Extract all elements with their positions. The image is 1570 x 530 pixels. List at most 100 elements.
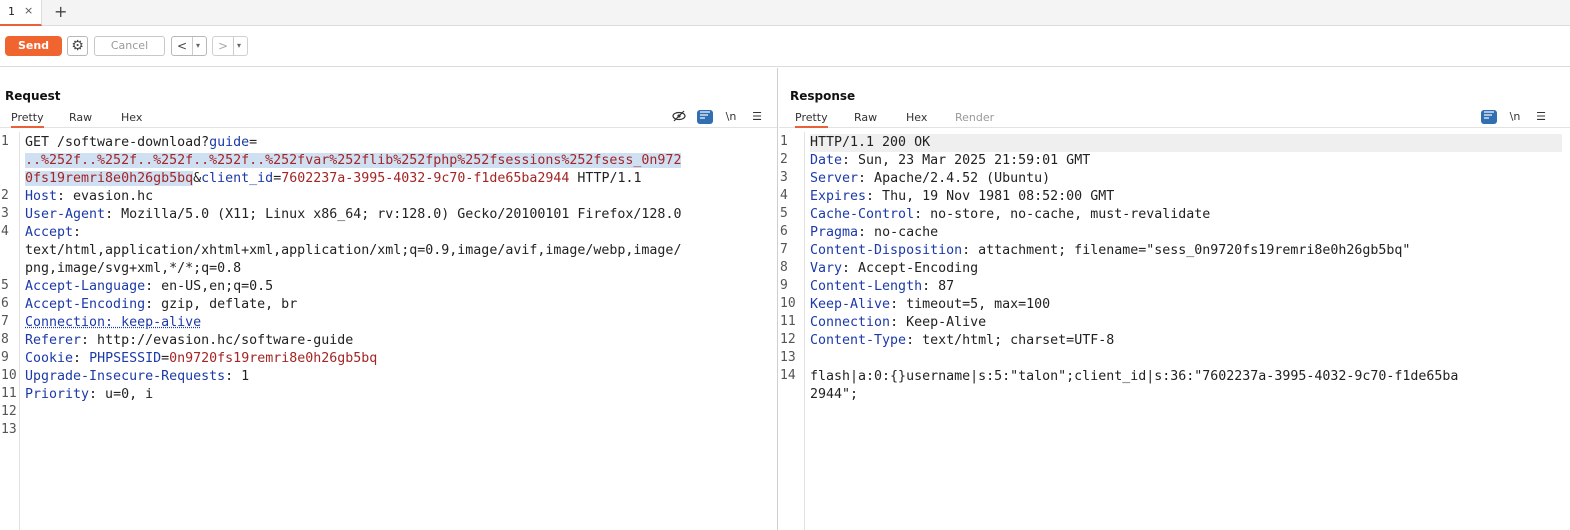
tab-pretty[interactable]: Pretty: [11, 111, 44, 128]
tab-raw[interactable]: Raw: [69, 111, 93, 124]
code-line: Content-Type: text/html; charset=UTF-8: [810, 332, 1114, 350]
code-line: User-Agent: Mozilla/5.0 (X11; Linux x86_…: [25, 206, 681, 224]
wrap-icon[interactable]: [1481, 110, 1497, 124]
code-token: : Accept-Encoding: [842, 261, 979, 276]
code-token: :: [73, 225, 82, 240]
line-number: 13: [1, 422, 17, 437]
code-token: GET /software-download?: [25, 135, 210, 150]
code-line: Cache-Control: no-store, no-cache, must-…: [810, 206, 1210, 224]
code-token: : 87: [922, 279, 955, 294]
back-button[interactable]: < ▾: [171, 36, 207, 56]
tab-hex[interactable]: Hex: [121, 111, 143, 124]
code-line: Connection: keep-alive: [25, 314, 201, 332]
code-token: Accept-Language: [25, 279, 146, 294]
code-token: Accept-Encoding: [25, 297, 146, 312]
add-tab-button[interactable]: +: [54, 2, 68, 21]
line-number: 5: [780, 206, 788, 221]
line-number: 4: [1, 224, 9, 239]
code-token: 2944";: [810, 387, 859, 402]
request-subtabs: Pretty Raw Hex: [0, 110, 777, 128]
line-number: 4: [780, 188, 788, 203]
menu-icon[interactable]: ☰: [752, 110, 762, 123]
line-number: 8: [780, 260, 788, 275]
code-token: Content-Disposition: [810, 243, 963, 258]
code-token: Cache-Control: [810, 207, 915, 222]
panel-title: Request: [5, 89, 61, 103]
send-button[interactable]: Send: [5, 36, 62, 56]
code-line: Accept:: [25, 224, 81, 242]
line-number: 3: [1, 206, 9, 221]
code-token: : Sun, 23 Mar 2025 21:59:01 GMT: [842, 153, 1091, 168]
code-token: 0fs19remri8e0h26gb5bq: [25, 171, 194, 186]
line-number: 14: [780, 368, 796, 383]
tab-hex[interactable]: Hex: [906, 111, 928, 124]
tab-render[interactable]: Render: [955, 111, 995, 124]
chevron-down-icon[interactable]: ▾: [192, 37, 200, 55]
line-number: 9: [1, 350, 9, 365]
code-token: =: [161, 351, 170, 366]
code-token: Accept: [25, 225, 74, 240]
tab-strip: 1 × +: [0, 0, 1570, 26]
code-token: Priority: [25, 387, 90, 402]
code-token: : Mozilla/5.0 (X11; Linux x86_64; rv:128…: [105, 207, 682, 222]
panel-title: Response: [790, 89, 856, 103]
code-token: text/html,application/xhtml+xml,applicat…: [25, 243, 682, 258]
code-token: Referer: [25, 333, 82, 348]
code-line: 2944";: [810, 386, 858, 404]
settings-button[interactable]: ⚙: [67, 36, 88, 56]
tab-raw[interactable]: Raw: [854, 111, 878, 124]
code-line: Upgrade-Insecure-Requests: 1: [25, 368, 249, 386]
code-token: Connection: keep-alive: [25, 315, 202, 330]
code-token: Expires: [810, 189, 867, 204]
code-token: : http://evasion.hc/software-guide: [81, 333, 354, 348]
code-token: : evasion.hc: [57, 189, 154, 204]
code-token: Pragma: [810, 225, 859, 240]
code-token: : no-cache: [858, 225, 939, 240]
code-line: Server: Apache/2.4.52 (Ubuntu): [810, 170, 1050, 188]
wrap-icon[interactable]: [697, 110, 713, 124]
code-token: Upgrade-Insecure-Requests: [25, 369, 226, 384]
close-icon[interactable]: ×: [24, 4, 34, 17]
code-line: Expires: Thu, 19 Nov 1981 08:52:00 GMT: [810, 188, 1114, 206]
line-number: 12: [1, 404, 17, 419]
code-line: Referer: http://evasion.hc/software-guid…: [25, 332, 353, 350]
line-number: 1: [780, 134, 788, 149]
code-line: png,image/svg+xml,*/*;q=0.8: [25, 260, 241, 278]
newline-icon[interactable]: \n: [1509, 110, 1521, 123]
code-token: PHPSESSID: [89, 351, 162, 366]
chevron-left-icon: <: [177, 39, 188, 53]
code-token: : Apache/2.4.52 (Ubuntu): [858, 171, 1051, 186]
code-line: Accept-Language: en-US,en;q=0.5: [25, 278, 273, 296]
code-token: : Keep-Alive: [890, 315, 987, 330]
line-number: 7: [780, 242, 788, 257]
line-number: 10: [780, 296, 796, 311]
tab-1[interactable]: 1 ×: [0, 0, 42, 26]
code-token: : gzip, deflate, br: [145, 297, 298, 312]
line-number: 7: [1, 314, 9, 329]
code-token: : attachment; filename="sess_0n9720fs19r…: [962, 243, 1411, 258]
code-token: client_id: [201, 171, 274, 186]
menu-icon[interactable]: ☰: [1536, 110, 1546, 123]
code-token: guide: [209, 135, 250, 150]
line-number: 11: [780, 314, 796, 329]
newline-icon[interactable]: \n: [725, 110, 737, 123]
chevron-down-icon[interactable]: ▾: [233, 37, 241, 55]
code-token: Host: [25, 189, 58, 204]
code-token: Content-Length: [810, 279, 923, 294]
cancel-button[interactable]: Cancel: [94, 36, 165, 56]
forward-button[interactable]: > ▾: [212, 36, 248, 56]
line-number: 10: [1, 368, 17, 383]
line-number: 13: [780, 350, 796, 365]
code-line: HTTP/1.1 200 OK: [810, 134, 1562, 152]
code-line: GET /software-download?guide=: [25, 134, 257, 152]
hide-icon[interactable]: [671, 110, 687, 124]
code-token: &: [193, 171, 202, 186]
code-line: flash|a:0:{}username|s:5:"talon";client_…: [810, 368, 1458, 386]
code-line: Cookie: PHPSESSID=0n9720fs19remri8e0h26g…: [25, 350, 377, 368]
code-line: Accept-Encoding: gzip, deflate, br: [25, 296, 297, 314]
tab-pretty[interactable]: Pretty: [795, 111, 828, 128]
